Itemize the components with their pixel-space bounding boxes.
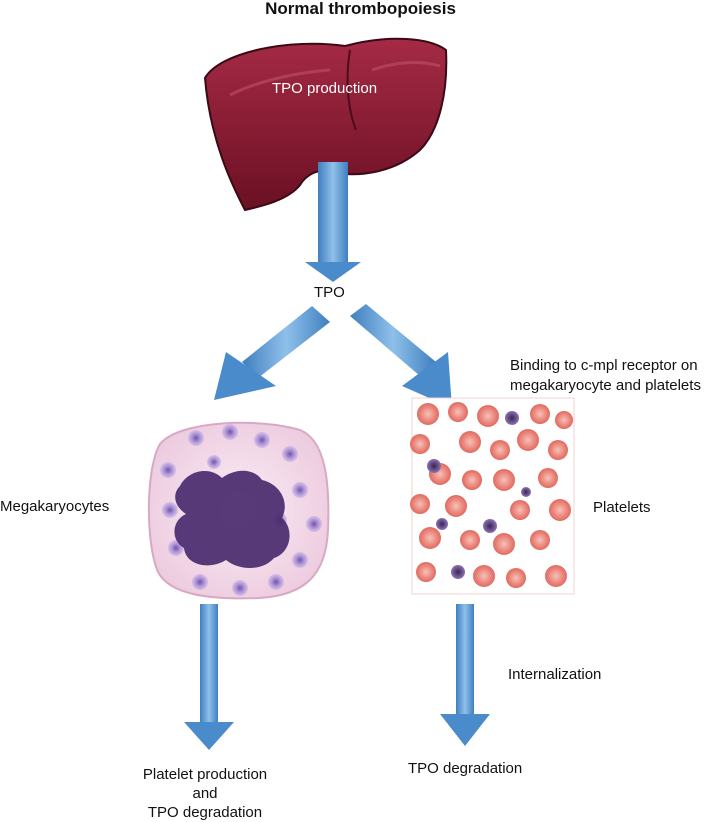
liver-label: TPO production bbox=[272, 80, 378, 97]
binding-label-line1: Binding to c-mpl receptor on bbox=[510, 357, 698, 374]
arrow-liver-to-tpo bbox=[305, 162, 361, 282]
arrow-megakaryocytes-down bbox=[184, 604, 234, 750]
left-outcome-line1: Platelet production bbox=[142, 766, 268, 783]
arrow-tpo-to-megakaryocytes bbox=[214, 306, 330, 400]
megakaryocyte-nucleus bbox=[174, 470, 290, 568]
platelets-smear bbox=[410, 397, 575, 595]
megakaryocytes-label: Megakaryocytes bbox=[0, 498, 110, 515]
platelet-cells bbox=[427, 411, 531, 579]
binding-label-line2: megakaryocyte and platelets bbox=[510, 377, 701, 394]
platelets-label: Platelets bbox=[593, 499, 651, 516]
megakaryocyte-cell bbox=[147, 421, 330, 600]
megakaryocyte-granules bbox=[160, 424, 322, 596]
internalization-label: Internalization bbox=[508, 666, 602, 683]
right-outcome-label: TPO degradation bbox=[408, 760, 523, 777]
red-blood-cells bbox=[410, 402, 573, 588]
arrow-platelets-down bbox=[440, 604, 490, 746]
left-outcome-label: Platelet production and TPO degradation bbox=[110, 765, 300, 822]
arrow-tpo-to-platelets bbox=[350, 304, 452, 408]
tpo-label: TPO bbox=[314, 284, 345, 301]
left-outcome-line2: and bbox=[192, 785, 218, 802]
liver-illustration bbox=[203, 37, 448, 212]
diagram-title: Normal thrombopoiesis bbox=[265, 0, 456, 18]
binding-label: Binding to c-mpl receptor on megakaryocy… bbox=[510, 356, 701, 396]
left-outcome-line3: TPO degradation bbox=[147, 804, 263, 821]
